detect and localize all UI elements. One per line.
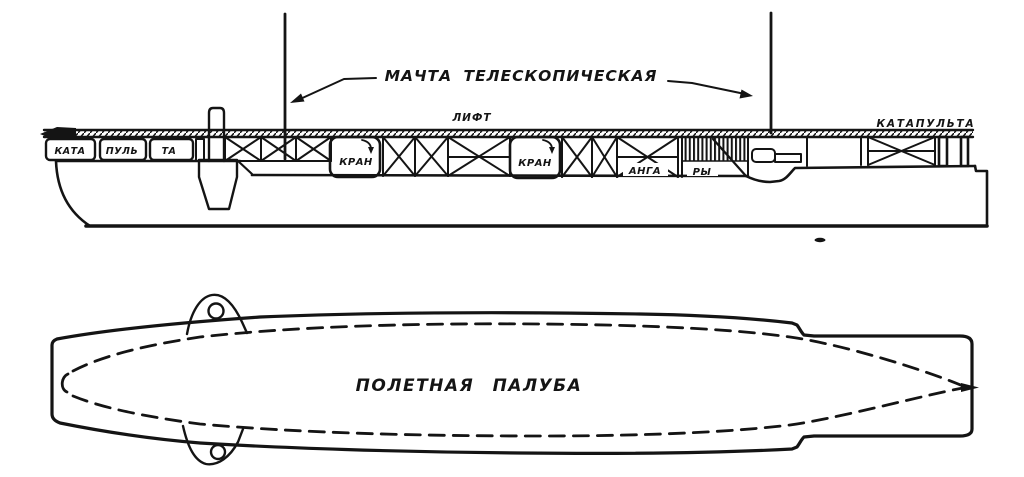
bow-curve: [54, 159, 92, 228]
stern-catapult-label: КАТАПУЛЬТА: [877, 118, 976, 130]
elevator-label: ЛИФТ: [451, 112, 491, 124]
ships-boat: [751, 148, 802, 163]
mast-arrowhead-left: [290, 93, 305, 103]
bow-catapult-boxes: [44, 137, 205, 162]
funnel-base: [197, 158, 239, 211]
stern-edge: [973, 164, 989, 228]
bow-deck-tip: [40, 127, 76, 139]
hull-dashed-bottom: [71, 386, 965, 438]
catapult-box-1: [44, 137, 97, 162]
mast-annotation: МАЧТА ТЕЛЕСКОПИЧЕСКАЯ: [290, 67, 753, 103]
hull-dashed-bow-arc: [60, 372, 70, 394]
side-elevation-view: МАЧТА ТЕЛЕСКОПИЧЕСКАЯ КАТА ПУЛЬ ТА КРАН …: [40, 11, 989, 243]
gun-mount-top: [207, 302, 225, 320]
aft-deck-supports: [806, 135, 970, 168]
hangar-hatched-panel: [681, 136, 749, 178]
gun-mount-bottom: [209, 443, 227, 461]
bow-catapult-label-1: КАТА: [55, 146, 86, 157]
sponson-top: [185, 293, 249, 336]
mast-leader-left: [297, 77, 377, 101]
catapult-box-3: [148, 137, 195, 162]
hull-dashed-top: [71, 322, 965, 388]
forward-truss-panels: [224, 136, 332, 162]
mast-label: МАЧТА ТЕЛЕСКОПИЧЕСКАЯ: [385, 67, 658, 85]
flight-deck-label: ПОЛЕТНАЯ ПАЛУБА: [356, 376, 583, 396]
small-post-box: [195, 138, 205, 162]
ink-speck: [814, 237, 826, 243]
sheer-step: [236, 159, 254, 176]
aft-sheer-line: [744, 164, 977, 184]
crane-label-2: КРАН: [518, 158, 552, 169]
mast-arrowhead-right: [739, 89, 753, 99]
mid-truss-panels: [382, 136, 511, 177]
bow-catapult-label-3: ТА: [162, 146, 177, 157]
bow-catapult-label-2: ПУЛЬ: [106, 146, 138, 157]
funnel: [207, 106, 226, 163]
sponson-bottom: [181, 424, 245, 466]
mast-leader-right: [667, 80, 746, 95]
flight-deck-outline: [50, 311, 974, 455]
flight-deck-strip: [40, 127, 975, 139]
stern-point-arrow: [961, 383, 979, 392]
plan-view: ПОЛЕТНАЯ ПАЛУБА: [50, 293, 979, 466]
crane-label-1: КРАН: [339, 157, 373, 168]
catapult-box-2: [98, 137, 148, 162]
hangar-label-1: АНГА: [628, 166, 661, 177]
hangar-label-2: РЫ: [693, 167, 712, 178]
